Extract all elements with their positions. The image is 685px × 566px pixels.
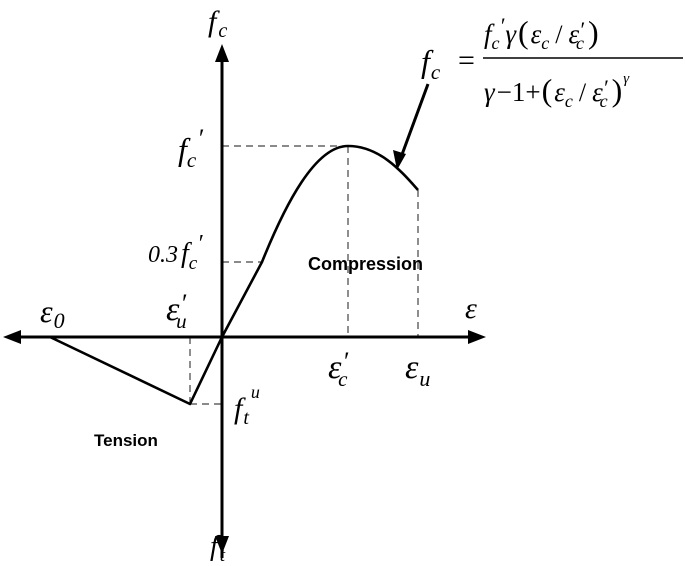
x-axis-left-arrow (3, 330, 21, 344)
equation-pointer-arrow (393, 83, 430, 170)
equation-lhs: fc (421, 43, 441, 84)
equation-equals: = (458, 44, 475, 77)
compression-label: Compression (308, 254, 423, 274)
y-axis-top-arrow (215, 44, 229, 62)
axes (3, 44, 486, 558)
equation-denominator: γ−1+(εc/ε′c)γ (484, 71, 630, 111)
x-axis-label: ε (465, 292, 477, 325)
eps-u-prime-label: ε′u (166, 289, 187, 333)
fc-peak-label: fc′ (178, 124, 203, 172)
equation: fc = fc′γ(εc/ε′c) γ−1+(εc/ε′c)γ (421, 13, 683, 111)
eps-c-prime-label: ε′c (328, 347, 348, 391)
equation-numerator: fc′γ(εc/ε′c) (484, 13, 599, 53)
eps-u-label: εu (405, 349, 430, 391)
pointer-head (393, 150, 406, 170)
y-axis-bottom-arrow (215, 536, 229, 554)
ft-u-label: ftu (234, 382, 260, 429)
pointer-shaft (398, 83, 430, 161)
stress-strain-curve (49, 144, 419, 406)
tension-label: Tension (94, 431, 158, 450)
dashed-guides (189, 145, 419, 405)
compression-branch (220, 144, 419, 338)
eps-0-label: ε0 (40, 293, 65, 333)
x-axis-right-arrow (468, 330, 486, 344)
tension-branch (49, 335, 224, 406)
